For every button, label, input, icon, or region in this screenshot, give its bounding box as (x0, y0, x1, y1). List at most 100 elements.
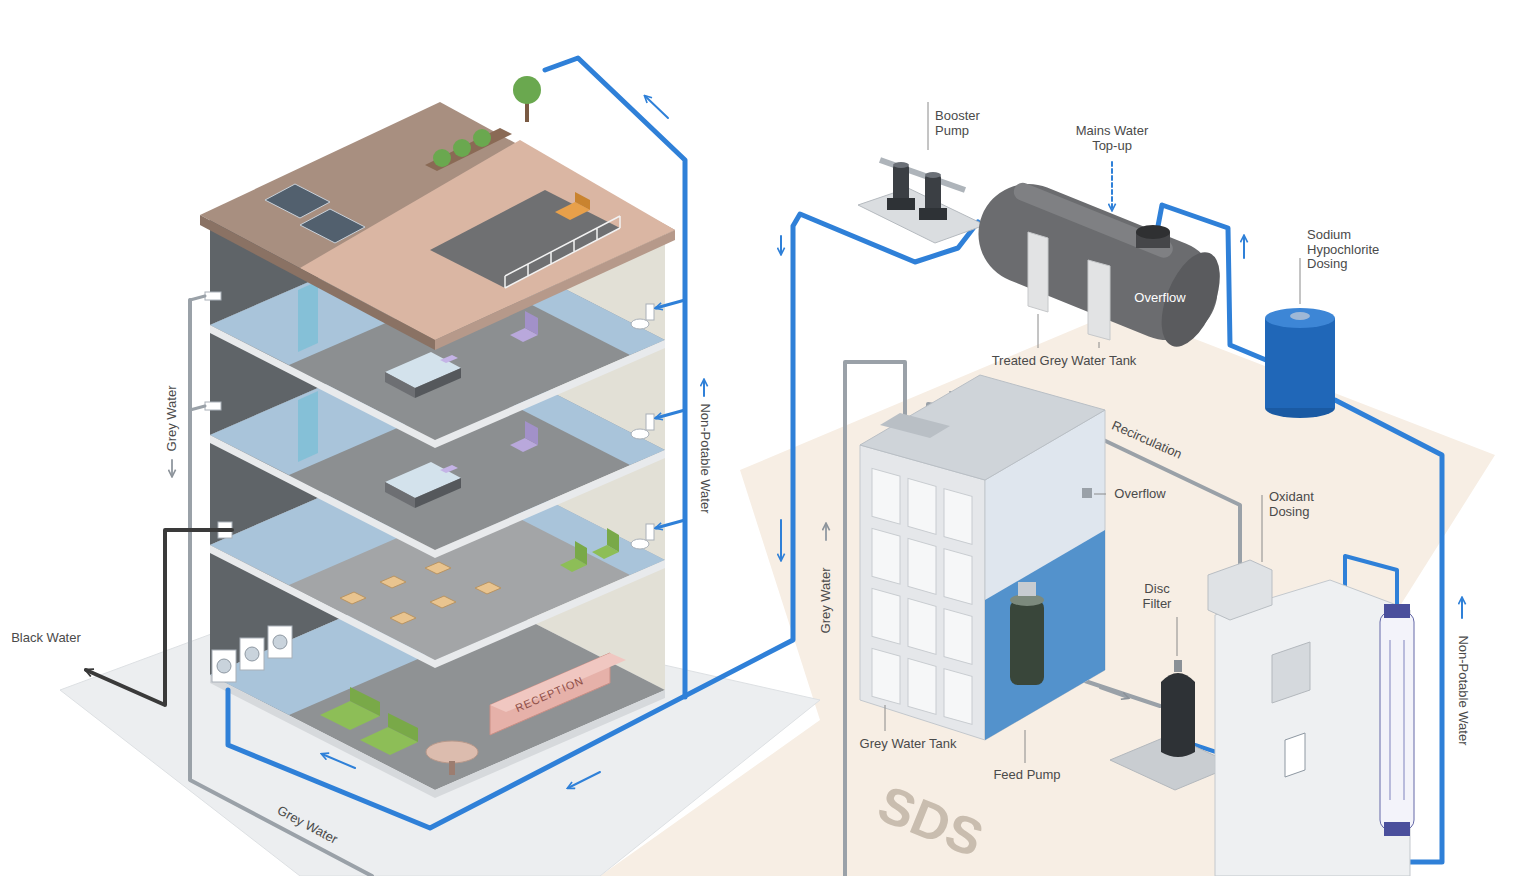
grey-water-tank (908, 598, 936, 654)
building-cutaway (473, 129, 491, 147)
grey-water-tank (908, 538, 936, 594)
building-cutaway (646, 524, 654, 540)
treated-grey-water-tank (1038, 314, 1099, 348)
grey-water-pipe (190, 296, 205, 300)
building-cutaway (449, 761, 455, 775)
building-cutaway (575, 192, 590, 210)
pipework (86, 58, 1462, 876)
ground-plane (600, 310, 1495, 876)
treatment-unit (1384, 604, 1410, 618)
flow-label: Non-Potable Water (1455, 635, 1470, 745)
building-cutaway (210, 545, 665, 668)
non-potable-water-pipe (656, 520, 685, 528)
treated-grey-water-tank (963, 169, 1232, 355)
sodium-hypochlorite-dosing-tank (1265, 318, 1335, 408)
grey-water-tank (860, 375, 1105, 480)
building-cutaway (430, 190, 620, 288)
flow-arrow (568, 772, 600, 788)
flow-label: Non-Potable Water (697, 403, 712, 513)
treated-grey-water-tank (963, 169, 1232, 355)
flow-arrow (1100, 688, 1128, 698)
grey-water-pipe (190, 406, 205, 410)
treatment-unit (1262, 495, 1263, 562)
flow-arrow (1461, 598, 1463, 618)
treatment-unit (1272, 642, 1310, 703)
building-cutaway (475, 582, 501, 594)
booster-pump (887, 198, 915, 210)
building-cutaway (273, 635, 287, 649)
booster-pump (858, 188, 985, 243)
building-cutaway (212, 650, 236, 682)
building-cutaway (205, 292, 221, 300)
building-cutaway (525, 421, 538, 445)
grey-water-tank (1018, 582, 1036, 596)
building-cutaway (300, 209, 365, 243)
grey-water-tank (908, 478, 936, 534)
treated-grey-water-tank (963, 169, 1232, 355)
building-cutaway (440, 465, 458, 473)
grey-water-tank (944, 549, 972, 605)
grey-water-tank (872, 468, 900, 524)
component-label: Overflow (1134, 291, 1185, 306)
building-cutaway (415, 478, 461, 508)
building-cutaway (380, 576, 406, 588)
treatment-unit (1285, 733, 1305, 777)
building-cutaway (265, 184, 330, 218)
grey-water-tank (944, 609, 972, 665)
grey-water-tank (860, 445, 985, 740)
sign-text: RECEPTION (514, 674, 586, 715)
grey-water-tank (1082, 488, 1092, 498)
grey-water-tank (1010, 600, 1044, 685)
grey-water-tank (872, 468, 972, 724)
building-cutaway (240, 638, 264, 670)
building-cutaway (245, 647, 259, 661)
booster-pump (928, 102, 929, 150)
building-cutaway (340, 592, 366, 604)
building-cutaway (433, 149, 451, 167)
treated-grey-water-tank (1136, 225, 1170, 239)
grey-water-pipe (190, 300, 372, 876)
building-cutaway (440, 355, 458, 363)
grey-water-tank (908, 658, 936, 714)
building-cutaway (385, 482, 415, 508)
treatment-unit (1384, 822, 1410, 836)
building-cutaway (300, 140, 675, 340)
black-water-pipe (86, 530, 232, 705)
sodium-hypochlorite-dosing-tank (1265, 258, 1335, 418)
building-cutaway (525, 311, 538, 335)
flow-arrow (171, 460, 173, 476)
grey-water-tank (872, 588, 900, 644)
flow-label: Grey Water (274, 803, 339, 847)
building-cutaway (200, 76, 675, 798)
treatment-unit (1208, 560, 1272, 620)
building-cutaway (607, 528, 619, 552)
building-cutaway (513, 76, 541, 104)
building-cutaway (388, 713, 418, 742)
flow-label: Recirculation (1110, 418, 1185, 462)
building-cutaway (426, 741, 478, 763)
grey-water-tank (885, 705, 1025, 763)
sodium-hypochlorite-dosing-tank (1265, 308, 1335, 328)
disc-filter (1174, 660, 1182, 672)
ground-plane (600, 310, 1495, 876)
building-cutaway (200, 215, 435, 350)
building-cutaway (210, 675, 665, 798)
flow-label: Black Water (11, 631, 81, 646)
component-label: Disc Filter (1133, 582, 1181, 612)
building-cutaway (350, 687, 380, 716)
non-potable-water-pipe (656, 410, 685, 418)
building-cutaway (217, 659, 231, 673)
grey-water-tank (872, 528, 900, 584)
building-cutaway (200, 102, 675, 340)
flow-label: Grey Water (819, 567, 834, 633)
grey-water-tank (944, 669, 972, 725)
disc-filter (1177, 617, 1178, 656)
flow-arrow (322, 754, 355, 768)
mains-top-up-arrow (1111, 162, 1113, 210)
building-cutaway (453, 139, 471, 157)
treated-grey-water-tank (1088, 260, 1110, 340)
non-potable-water-pipe (656, 300, 685, 308)
sodium-hypochlorite-dosing-tank (1300, 258, 1301, 304)
